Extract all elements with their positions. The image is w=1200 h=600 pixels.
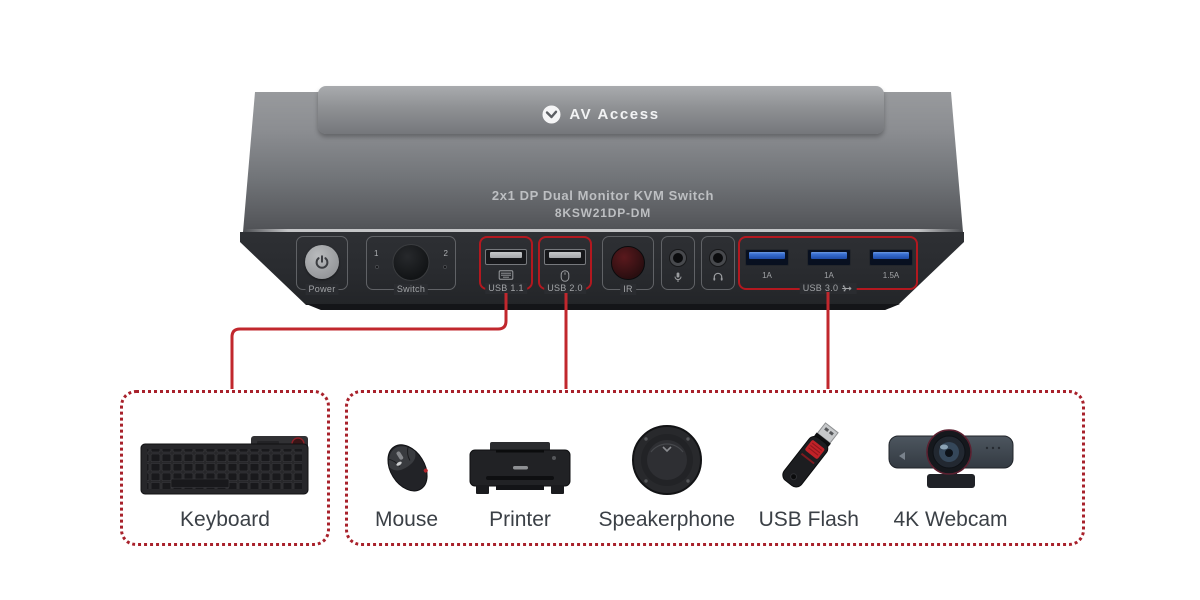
webcam-label: 4K Webcam: [893, 508, 1008, 531]
peripheral-keyboard: Keyboard: [139, 404, 311, 532]
speakerphone-label: Speakerphone: [598, 508, 736, 531]
ir-receiver-group: IR: [602, 236, 654, 295]
usb-flash-illustration: [782, 422, 839, 488]
usb30-amp-1: 1A: [762, 271, 772, 280]
headphone-jack: [710, 250, 726, 266]
usb-tongue: [490, 252, 522, 258]
usb30-port-3: [869, 249, 913, 266]
power-label: Power: [305, 284, 339, 295]
webcam-illustration: [888, 429, 1013, 488]
usb30-port-1: [745, 249, 789, 266]
mouse-illustration: [386, 444, 428, 492]
switch-button-group: 1 2 Switch: [366, 236, 456, 295]
ir-label: IR: [620, 284, 636, 295]
power-button: [305, 245, 339, 279]
switch-led-2: [443, 265, 447, 269]
usb20-port-group: USB 2.0: [538, 236, 592, 294]
mouse-icon: [560, 270, 570, 282]
keyboard-group-box: Keyboard: [120, 390, 330, 546]
peripheral-webcam: 4K Webcam: [883, 404, 1019, 532]
usb20-label: USB 2.0: [544, 283, 586, 294]
peripheral-mouse: Mouse: [372, 404, 442, 532]
brand-logo: AV Access: [542, 105, 659, 124]
switch-label: Switch: [393, 284, 429, 295]
power-icon: [315, 255, 329, 269]
device-model-number: 8KSW21DP-DM: [554, 206, 652, 220]
printer-illustration: [469, 442, 571, 494]
switch-led-1: [375, 265, 379, 269]
ir-receiver-window: [611, 246, 645, 280]
headphone-icon: [713, 272, 723, 281]
peripheral-printer: Printer: [465, 404, 575, 532]
usb-tongue: [549, 252, 581, 258]
usb30-amp-2: 1A: [824, 271, 834, 280]
usb3-tongue: [749, 252, 785, 259]
peripheral-usb-flash: USB Flash: [759, 404, 859, 532]
headphone-jack-group: [701, 236, 735, 290]
usb11-port: [485, 249, 527, 265]
switch-indicator-1: 1: [374, 249, 379, 258]
device-title: 2x1 DP Dual Monitor KVM Switch 8KSW21DP-…: [243, 188, 963, 220]
front-panel-ports: Power 1 2 Switch USB 1.1: [240, 232, 964, 305]
mic-jack-group: [661, 236, 695, 290]
peripheral-speakerphone: Speakerphone: [598, 404, 736, 532]
switch-button: [392, 244, 430, 281]
usb30-port-group: 1A 1A 1.5A USB 3.0: [738, 236, 918, 294]
keyboard-label: Keyboard: [180, 508, 270, 531]
printer-label: Printer: [489, 508, 551, 531]
speakerphone-illustration: [631, 425, 702, 495]
usb-flash-label: USB Flash: [758, 508, 859, 531]
power-button-group: Power: [296, 236, 348, 295]
mic-jack: [670, 250, 686, 266]
superspeed-usb-icon: [841, 285, 852, 292]
kvm-switch-bottom-edge: [306, 304, 900, 310]
usb30-port-2: [807, 249, 851, 266]
device-title-line1: 2x1 DP Dual Monitor KVM Switch: [491, 188, 715, 203]
kvm-switch-lid: AV Access: [318, 86, 884, 134]
usb11-label: USB 1.1: [485, 283, 527, 294]
mouse-label: Mouse: [374, 508, 439, 531]
switch-indicator-2: 2: [443, 249, 448, 258]
usb30-amp-3: 1.5A: [882, 271, 900, 280]
brand-logo-icon: [542, 105, 561, 123]
usb20-port: [544, 249, 586, 265]
usb3-tongue: [811, 252, 847, 259]
brand-logo-text: AV Access: [569, 105, 660, 123]
microphone-icon: [674, 272, 682, 282]
usb-devices-group-box: Mouse Printer: [345, 390, 1085, 546]
keyboard-icon: [498, 270, 514, 280]
usb3-tongue: [873, 252, 909, 259]
panel-edge-highlight: [245, 229, 961, 232]
usb30-label: USB 3.0: [799, 283, 857, 294]
usb11-port-group: USB 1.1: [479, 236, 533, 294]
keyboard-illustration: [140, 436, 309, 495]
